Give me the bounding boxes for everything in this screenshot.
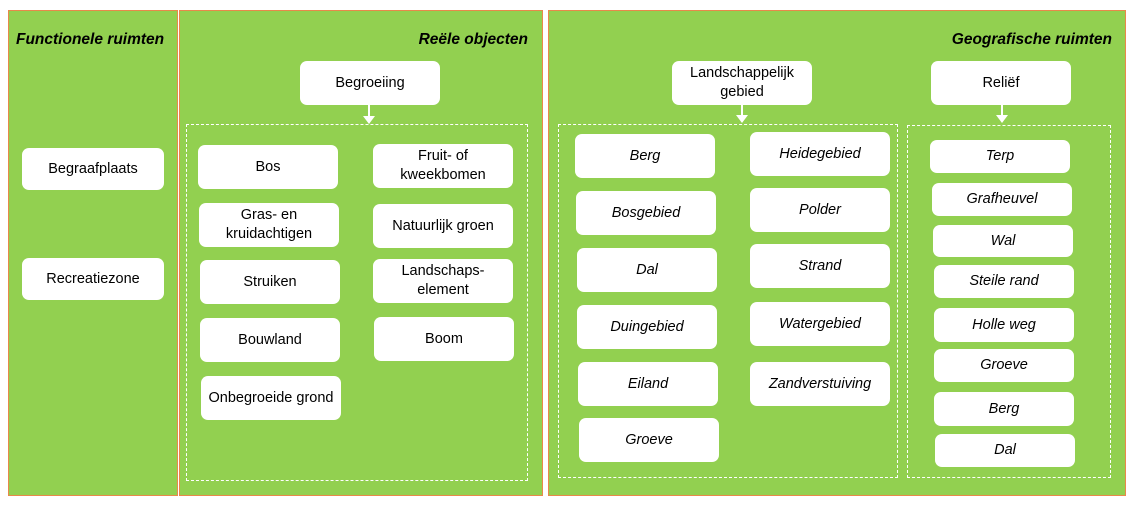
panel-functionele-ruimten: Functionele ruimten Begraafplaats Recrea… (8, 10, 178, 496)
node-heidegebied: Heidegebied (750, 132, 890, 176)
node-berg: Berg (934, 392, 1074, 426)
node-watergebied: Watergebied (750, 302, 890, 346)
node-landschapselement: Landschaps-element (373, 259, 513, 303)
node-bouwland: Bouwland (200, 318, 340, 362)
node-grafheuvel: Grafheuvel (932, 183, 1072, 216)
node-gras-en-kruidachtigen: Gras- en kruidachtigen (199, 203, 339, 247)
panel-title: Reële objecten (418, 31, 528, 48)
node-holle-weg: Holle weg (934, 308, 1074, 342)
panel-reele-objecten: Reële objecten Begroeiing Bos Gras- en k… (179, 10, 543, 496)
arrow-head (996, 115, 1008, 123)
node-natuurlijk-groen: Natuurlijk groen (373, 204, 513, 248)
node-wal: Wal (933, 225, 1073, 257)
node-groeve: Groeve (579, 418, 719, 462)
node-boom: Boom (374, 317, 514, 361)
node-begraafplaats: Begraafplaats (22, 148, 164, 190)
node-bos: Bos (198, 145, 338, 189)
panel-geografische-ruimten: Geografische ruimten Landschappelijk geb… (548, 10, 1126, 496)
panel-title: Functionele ruimten (16, 31, 165, 48)
node-steile-rand: Steile rand (934, 265, 1074, 298)
node-begroeiing: Begroeiing (300, 61, 440, 105)
node-berg: Berg (575, 134, 715, 178)
arrow-shaft (368, 105, 370, 118)
node-groeve: Groeve (934, 349, 1074, 382)
node-struiken: Struiken (200, 260, 340, 304)
arrow-shaft (1001, 105, 1003, 117)
node-terp: Terp (930, 140, 1070, 173)
node-relief: Reliëf (931, 61, 1071, 105)
node-onbegroeide-grond: Onbegroeide grond (201, 376, 341, 420)
node-strand: Strand (750, 244, 890, 288)
node-fruit-of-kweekbomen: Fruit- of kweekbomen (373, 144, 513, 188)
arrow-head (363, 116, 375, 124)
node-bosgebied: Bosgebied (576, 191, 716, 235)
node-dal: Dal (935, 434, 1075, 467)
node-dal: Dal (577, 248, 717, 292)
group-begroeiing (186, 124, 528, 481)
arrow-head (736, 115, 748, 123)
arrow-shaft (741, 105, 743, 117)
node-polder: Polder (750, 188, 890, 232)
node-zandverstuiving: Zandverstuiving (750, 362, 890, 406)
group-relief (907, 125, 1111, 478)
panel-title: Geografische ruimten (951, 31, 1112, 48)
node-duingebied: Duingebied (577, 305, 717, 349)
node-landschappelijk-gebied: Landschappelijk gebied (672, 61, 812, 105)
group-landschappelijk-gebied (558, 124, 898, 478)
node-eiland: Eiland (578, 362, 718, 406)
node-recreatiezone: Recreatiezone (22, 258, 164, 300)
